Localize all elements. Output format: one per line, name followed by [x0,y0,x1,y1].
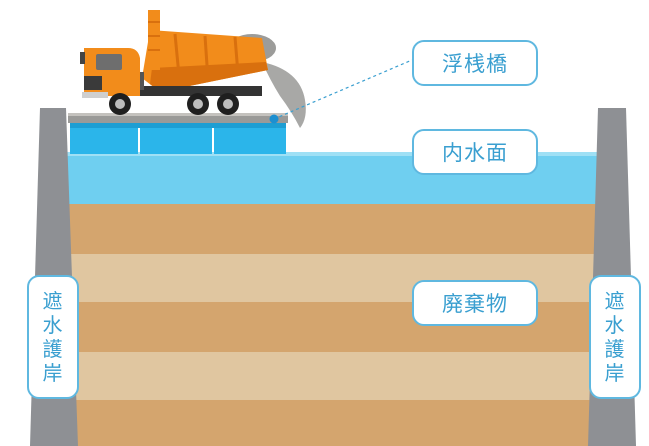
seawall-label-right: 遮 水 護 岸 [589,275,641,399]
pontoon-float-3 [214,123,286,154]
seawall-left-char-2: 水 [42,313,64,337]
seawall-left-char-1: 遮 [42,289,64,313]
waste-layer-5 [66,400,600,446]
inner-water-surface-label: 内水面 [412,129,538,175]
cab-bumper [82,92,108,98]
pontoon-deck [68,113,288,123]
seawall-right-char-3: 護 [604,337,626,361]
seawall-label-left: 遮 水 護 岸 [27,275,79,399]
bed-rib-1 [173,33,182,87]
seawall-right-char-1: 遮 [604,289,626,313]
floating-pontoon-bridge [68,113,288,154]
seawall-left-char-3: 護 [42,337,64,361]
seawall-left-char-4: 岸 [42,361,64,385]
waste-layer-1 [66,204,600,254]
bed-rib-3 [233,36,240,75]
pontoon-float-band [70,123,286,128]
bed-rib-2 [203,35,210,81]
pontoon-float-2 [140,123,212,154]
rear-wheel-1-hub [193,99,203,109]
truck-chassis [90,86,262,96]
pontoon-float-1 [70,123,138,154]
cab-grille [84,76,102,90]
bed-headboard [148,10,160,70]
basin [66,152,600,446]
water-surface-highlight [66,152,600,156]
seawall-right-char-2: 水 [604,313,626,337]
dump-truck [80,10,306,128]
hydraulic-ram [138,72,144,90]
seawall-right-char-4: 岸 [604,361,626,385]
callout-dot [269,114,279,124]
callout-line [273,59,413,120]
side-mirror [80,52,85,64]
waste-label: 廃棄物 [412,280,538,326]
falling-waste [262,62,306,128]
waste-layer-4 [66,352,600,400]
floating-bridge-label: 浮桟橋 [412,40,538,86]
front-wheel-hub [115,99,125,109]
pontoon-deck-top [68,113,288,116]
cab-window [96,54,122,70]
rear-wheel-2-hub [223,99,233,109]
